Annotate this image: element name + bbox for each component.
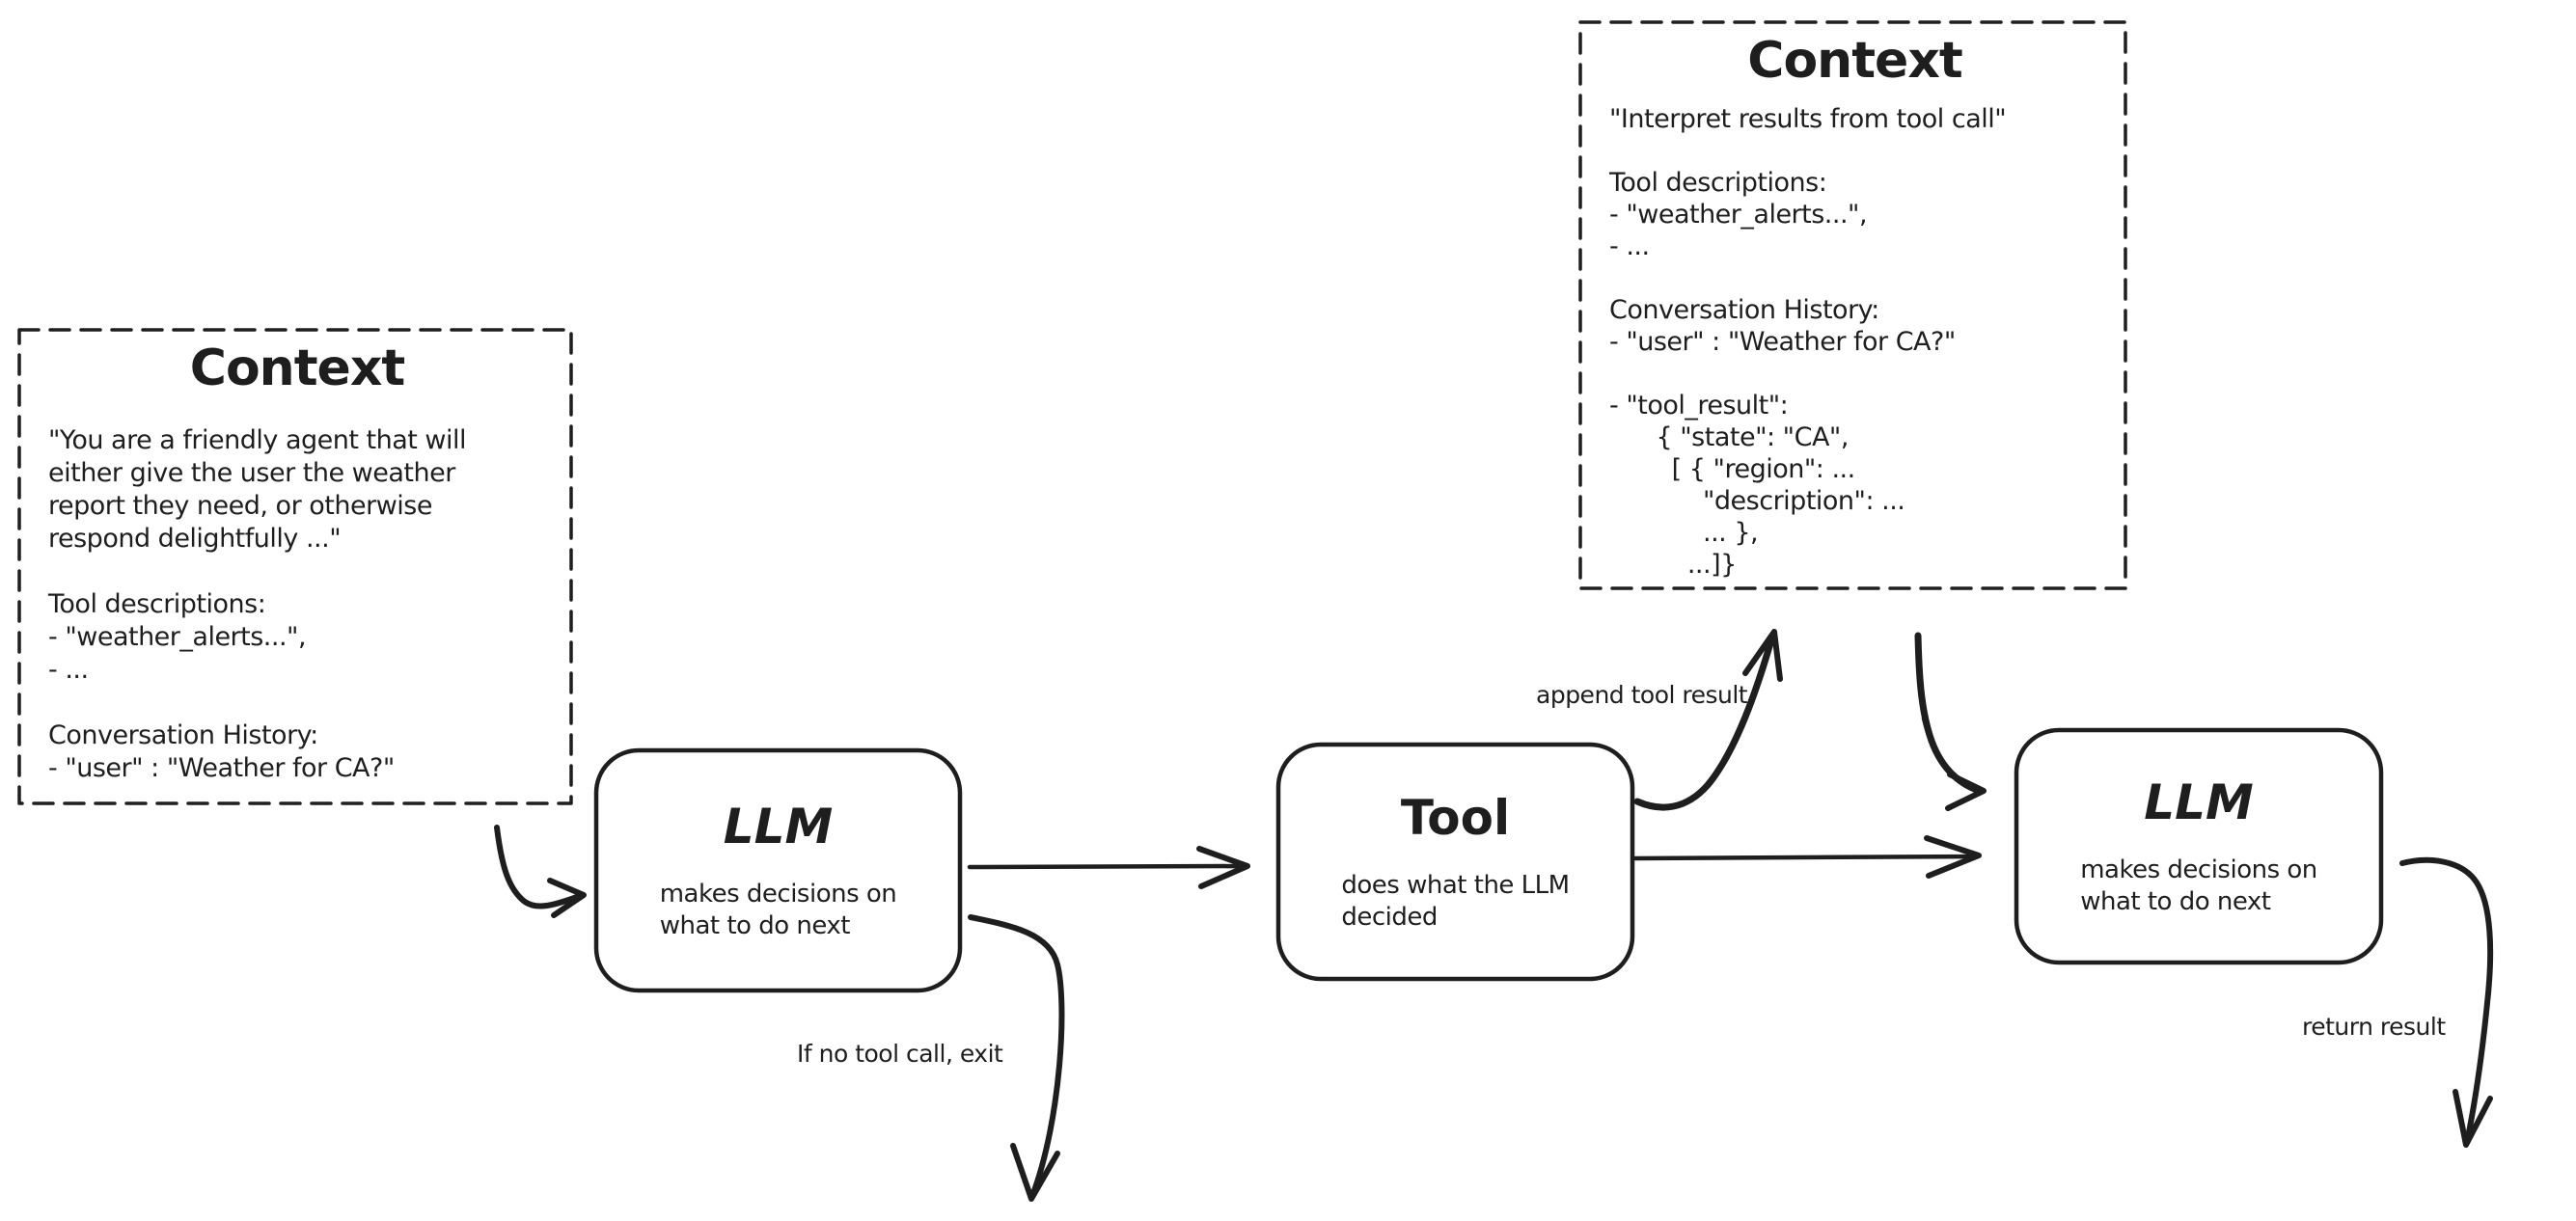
label-return-result: return result xyxy=(2302,1013,2446,1041)
edge-tool-to-context2 xyxy=(1633,629,1783,811)
edge-llm1-exit xyxy=(968,914,1065,1202)
context-box-right: Context "Interpret results from tool cal… xyxy=(1580,22,2125,588)
edge-tool-to-llm2 xyxy=(1632,835,1982,879)
edge-context2-to-llm2 xyxy=(1914,632,1987,811)
context-left-body: "You are a friendly agent that will eith… xyxy=(48,425,467,783)
edge-llm1-to-tool xyxy=(967,846,1250,889)
edge-llm2-return xyxy=(2399,856,2494,1148)
label-append-tool-result: append tool result xyxy=(1536,681,1748,709)
llm2-node-border xyxy=(2014,727,2384,965)
tool-subtitle: does what the LLM decided xyxy=(1341,870,1570,932)
llm2-title: LLM xyxy=(2144,773,2254,830)
context-left-title: Context xyxy=(189,339,405,397)
context-right-title: Context xyxy=(1747,32,1962,90)
context-left-border xyxy=(17,328,573,805)
context-right-body: "Interpret results from tool call" Tool … xyxy=(1609,104,2007,580)
tool-node-border xyxy=(1275,742,1635,982)
label-if-no-tool-call-exit: If no tool call, exit xyxy=(797,1040,1003,1068)
tool-title: Tool xyxy=(1400,789,1511,846)
llm2-subtitle: makes decisions on what to do next xyxy=(2080,855,2317,916)
context-box-left: Context "You are a friendly agent that w… xyxy=(19,330,571,803)
edge-context1-to-llm1 xyxy=(494,825,587,918)
tool-node: Tool does what the LLM decided xyxy=(1278,745,1632,979)
llm1-node: LLM makes decisions on what to do next xyxy=(596,750,960,990)
llm1-subtitle: makes decisions on what to do next xyxy=(659,879,897,940)
llm1-node-border xyxy=(593,747,963,993)
llm1-title: LLM xyxy=(723,798,834,855)
llm2-node: LLM makes decisions on what to do next xyxy=(2016,730,2381,963)
